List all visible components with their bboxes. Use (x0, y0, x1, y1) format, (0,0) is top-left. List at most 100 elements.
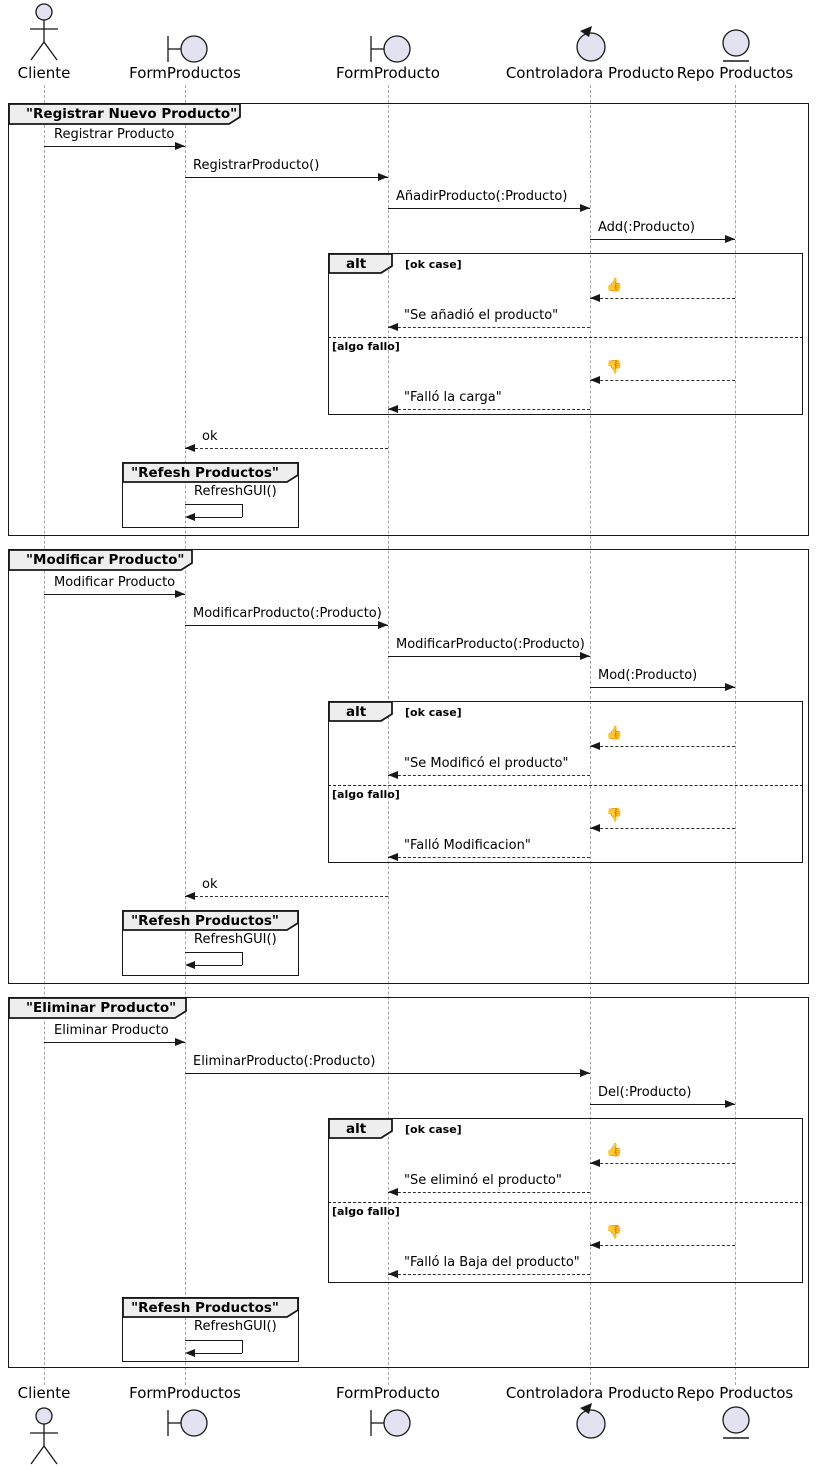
boundary-icon (370, 1409, 411, 1437)
return-line (388, 857, 590, 858)
participant-label: Cliente (17, 64, 71, 82)
arrowhead (580, 652, 590, 660)
arrowhead (185, 444, 195, 452)
message-line (44, 594, 185, 595)
thumb-down-icon: 👎 (606, 1225, 623, 1240)
message-label: "Falló Modificacion" (404, 838, 531, 853)
message-label: "Se Modificó el producto" (404, 756, 569, 771)
actor-icon (30, 1407, 58, 1465)
message-label: Del(:Producto) (598, 1085, 692, 1100)
self-message-line (185, 504, 242, 505)
message-line (185, 177, 388, 178)
guard-fail: [algo fallo] (332, 788, 400, 801)
frame-registrar-nuevo-producto (8, 103, 809, 536)
arrowhead (378, 173, 388, 181)
self-message-line (195, 965, 242, 966)
boundary-icon (167, 1409, 208, 1437)
frame-title: "Registrar Nuevo Producto" (26, 106, 238, 122)
thumb-down-icon: 👎 (606, 808, 623, 823)
message-line (590, 1104, 735, 1105)
message-label: ModificarProducto(:Producto) (396, 637, 585, 652)
message-label: "Se eliminó el producto" (404, 1173, 562, 1188)
participant-label: Repo Productos (676, 64, 794, 82)
arrowhead (185, 1349, 195, 1357)
lifeline-controladora (590, 85, 591, 1385)
frame-title: "Refesh Productos" (131, 913, 279, 929)
alt-operator: alt (346, 1121, 367, 1137)
alt-operator-tab (328, 701, 393, 722)
control-icon (576, 26, 606, 62)
arrowhead (388, 323, 398, 331)
participant-label: Controladora Producto (505, 1384, 675, 1402)
guard-ok: [ok case] (405, 1123, 462, 1136)
arrowhead (590, 294, 600, 302)
return-line (590, 828, 735, 829)
return-line (590, 1245, 735, 1246)
arrowhead (725, 235, 735, 243)
thumb-up-icon: 👍 (606, 1143, 623, 1158)
frame-title-tab (122, 1297, 299, 1318)
alt-divider (328, 785, 803, 786)
return-line (388, 1192, 590, 1193)
message-line (185, 1073, 590, 1074)
arrowhead (580, 204, 590, 212)
message-label: AñadirProducto(:Producto) (396, 189, 568, 204)
message-label: Eliminar Producto (54, 1023, 169, 1038)
frame-title: "Modificar Producto" (26, 552, 185, 568)
arrowhead (388, 853, 398, 861)
arrowhead (590, 1241, 600, 1249)
self-message-line (242, 952, 243, 965)
boundary-icon (167, 35, 208, 63)
arrowhead (590, 1159, 600, 1167)
message-label: "Se añadió el producto" (404, 308, 559, 323)
alt-operator: alt (346, 704, 367, 720)
message-label: Modificar Producto (54, 575, 176, 590)
alt-operator-tab (328, 253, 393, 274)
message-line (44, 146, 185, 147)
message-line (590, 239, 735, 240)
arrowhead (590, 824, 600, 832)
message-label: EliminarProducto(:Producto) (193, 1054, 376, 1069)
arrowhead (590, 742, 600, 750)
return-line (590, 746, 735, 747)
arrowhead (388, 405, 398, 413)
self-message-line (195, 1353, 242, 1354)
arrowhead (175, 1038, 185, 1046)
frame-title-tab (8, 103, 241, 125)
arrowhead (185, 513, 195, 521)
arrowhead (185, 892, 195, 900)
alt-fragment (328, 701, 803, 863)
self-message-line (242, 504, 243, 517)
self-message-line (195, 517, 242, 518)
message-line (388, 208, 590, 209)
arrowhead (175, 590, 185, 598)
arrowhead (388, 1188, 398, 1196)
arrowhead (590, 376, 600, 384)
arrowhead (725, 1100, 735, 1108)
alt-fragment (328, 1118, 803, 1283)
thumb-up-icon: 👍 (606, 278, 623, 293)
alt-divider (328, 337, 803, 338)
boundary-icon (370, 35, 411, 63)
message-label: "Falló la carga" (404, 390, 502, 405)
message-label: "Falló la Baja del producto" (404, 1255, 580, 1270)
actor-icon (30, 3, 58, 61)
frame-eliminar-producto (8, 997, 809, 1368)
arrowhead (185, 961, 195, 969)
message-label: RefreshGUI() (194, 484, 277, 499)
participant-label: FormProducto (336, 1384, 440, 1402)
frame-modificar-producto (8, 549, 809, 984)
return-line (590, 298, 735, 299)
message-label: Add(:Producto) (598, 220, 696, 235)
self-message-line (185, 952, 242, 953)
thumb-up-icon: 👍 (606, 726, 623, 741)
lifeline-repo (735, 85, 736, 1385)
alt-operator: alt (346, 256, 367, 272)
return-line (185, 896, 388, 897)
arrowhead (378, 621, 388, 629)
lifeline-cliente (44, 85, 45, 1385)
message-label: RefreshGUI() (194, 932, 277, 947)
return-line (590, 1163, 735, 1164)
message-line (590, 687, 735, 688)
control-icon (576, 1403, 606, 1439)
